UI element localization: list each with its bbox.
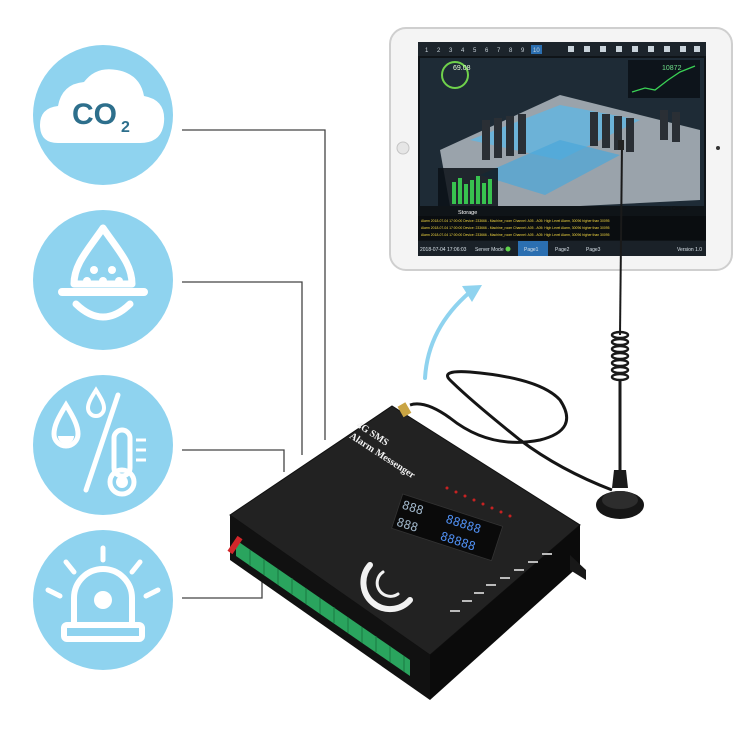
server-status-icon	[505, 246, 511, 252]
status-bar: 2018-07-04 17:06:03 Server Mode Page1 Pa…	[420, 246, 702, 253]
status-leds	[445, 486, 512, 518]
settings-icon[interactable]	[694, 46, 700, 52]
tab-5[interactable]: 5	[473, 48, 477, 54]
page-tab-2[interactable]: Page2	[555, 247, 570, 253]
screen-tab-strip: 1 2 3 4 5 6 7 8 9 10	[425, 45, 542, 54]
sound-icon[interactable]	[664, 46, 670, 52]
tab-8[interactable]: 8	[509, 48, 513, 54]
alarm-line: Alarm 2018-07-04 17:00:00 Device: 233666…	[421, 233, 610, 237]
edit-icon[interactable]	[584, 46, 590, 52]
tab-6[interactable]: 6	[485, 48, 489, 54]
home-button-icon[interactable]	[396, 141, 410, 155]
antenna	[409, 140, 644, 519]
storage-label: Storage	[458, 210, 477, 216]
lcd-row1-left: 888	[400, 498, 425, 518]
gauge-value: 69.08	[453, 65, 471, 72]
camera-icon	[716, 146, 720, 150]
add-icon[interactable]	[616, 46, 622, 52]
tab-10[interactable]: 10	[533, 48, 540, 54]
temperature-humidity-sensor-icon	[33, 375, 173, 515]
window-icon[interactable]	[648, 46, 654, 52]
alarm-log: Alarm 2018-07-04 17:00:00 Device: 233666…	[421, 219, 610, 237]
tab-3[interactable]: 3	[449, 48, 453, 54]
alarm-line: Alarm 2018-07-04 17:00:00 Device: 233666…	[421, 219, 610, 223]
humidity-drop-icon	[51, 400, 81, 449]
copy-icon[interactable]	[600, 46, 606, 52]
wire-temp-humidity	[182, 449, 285, 472]
upload-arrow	[423, 285, 482, 380]
data-center-label: Data Center	[660, 206, 687, 212]
tab-7[interactable]: 7	[497, 48, 501, 54]
tab-4[interactable]: 4	[461, 48, 465, 54]
tablet: 1 2 3 4 5 6 7 8 9 10	[389, 27, 733, 271]
alarm-line: Alarm 2018-07-04 17:00:00 Device: 233666…	[421, 226, 610, 230]
trend-line	[631, 65, 696, 93]
water-leak-sensor-icon	[33, 210, 173, 350]
siren-alarm-icon	[33, 530, 173, 670]
grid-icon[interactable]	[568, 46, 574, 52]
alarm-messenger-device: 4G SMS Alarm Messenger 888 88888 888 888…	[227, 402, 586, 700]
tab-2[interactable]: 2	[437, 48, 441, 54]
cloud-icon	[40, 69, 165, 143]
wire-co2	[182, 129, 326, 440]
co2-subscript: 2	[121, 119, 130, 136]
lcd-row2-left: 888	[395, 515, 420, 535]
brand-logo	[360, 562, 413, 613]
counter-value: 10872	[662, 65, 682, 72]
beacon-icon	[71, 566, 135, 628]
move-icon[interactable]	[632, 46, 638, 52]
co2-label: CO	[72, 98, 117, 131]
version-label: Version 1.0	[677, 247, 702, 253]
page-tab-3[interactable]: Page3	[586, 247, 601, 253]
wire-water-leak	[182, 281, 303, 455]
tab-1[interactable]: 1	[425, 48, 429, 54]
screen-toolbar-icons	[568, 46, 700, 52]
tab-9[interactable]: 9	[521, 48, 525, 54]
monitor-icon[interactable]	[680, 46, 686, 52]
page-tab-1[interactable]: Page1	[524, 247, 539, 253]
co2-sensor-icon: CO 2	[33, 45, 173, 185]
server-mode[interactable]: Server Mode	[475, 247, 504, 253]
status-date: 2018-07-04 17:06:03	[420, 247, 467, 253]
